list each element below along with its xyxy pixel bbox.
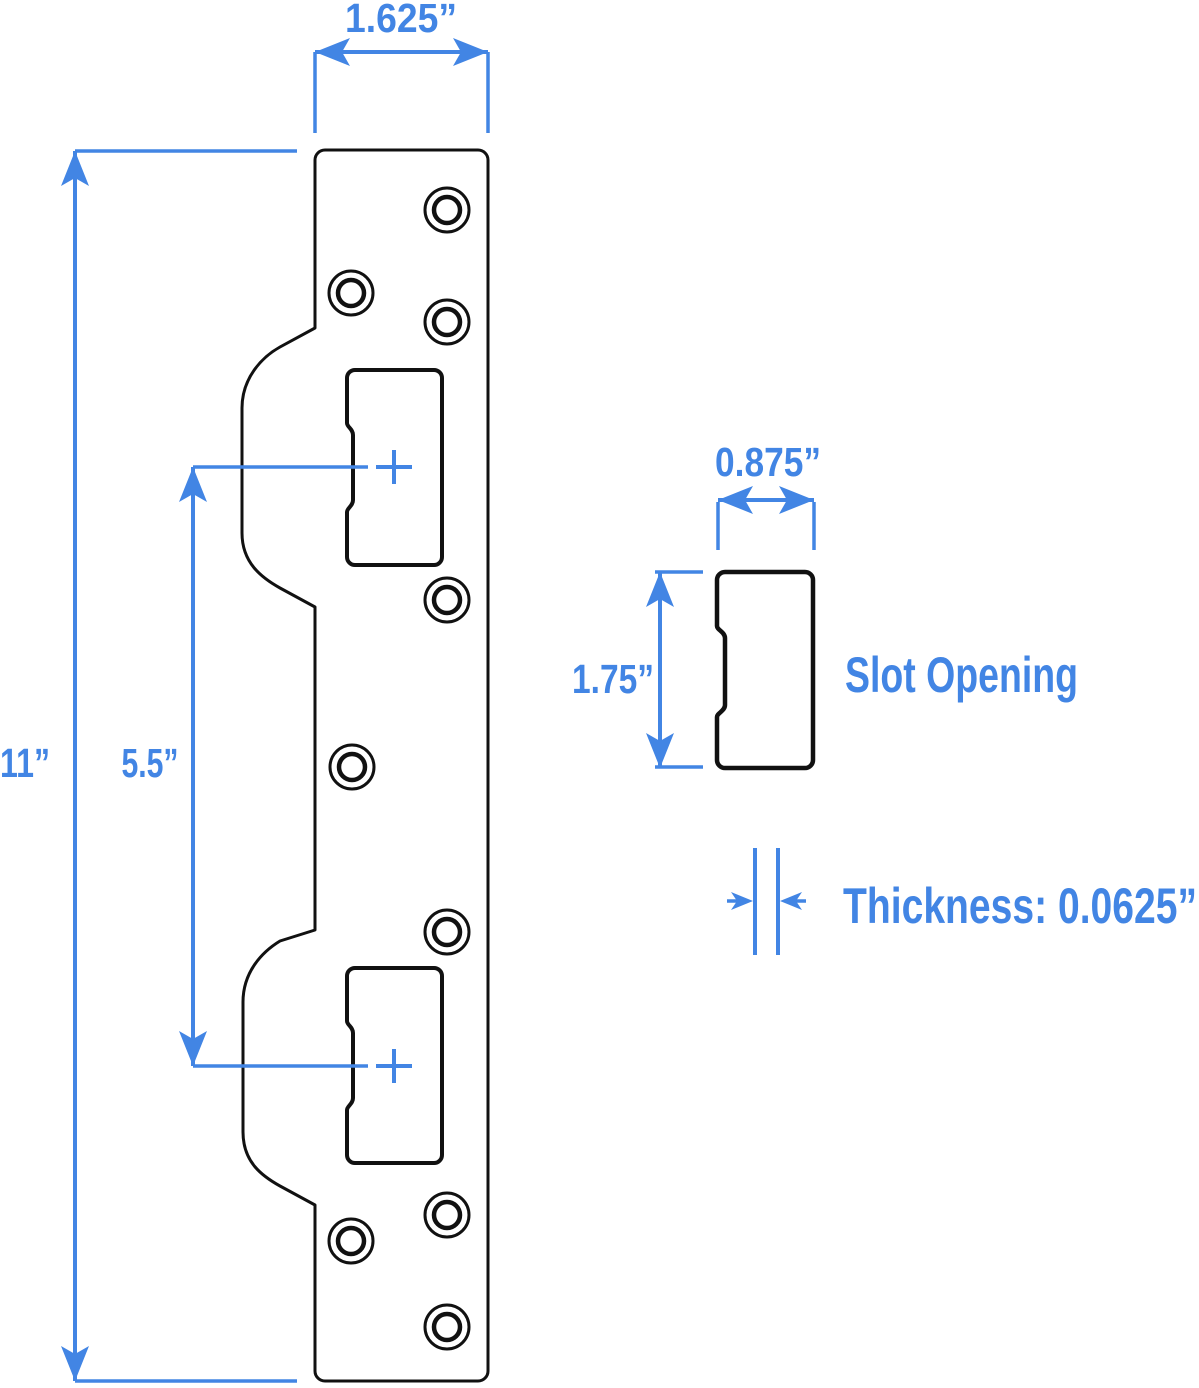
slot-detail-width-label: 0.875” xyxy=(715,439,821,485)
center-mark-bottom xyxy=(376,1049,412,1083)
arrowhead-left xyxy=(780,892,802,910)
thickness-symbol xyxy=(727,848,806,955)
screw-hole xyxy=(423,908,471,956)
slot-opening-label: Slot Opening xyxy=(845,647,1078,703)
plate-width-label: 1.625” xyxy=(345,0,457,41)
arrowhead-right xyxy=(731,892,753,910)
screw-hole xyxy=(327,1217,375,1265)
slot-detail-height-label: 1.75” xyxy=(572,656,654,702)
dim-slot-detail-height: 1.75” xyxy=(572,570,703,769)
arrowhead-right xyxy=(779,486,814,514)
slot-detail-outline xyxy=(714,569,816,771)
plate-height-label: 11” xyxy=(0,740,50,786)
screw-hole xyxy=(327,269,375,317)
screw-hole xyxy=(423,1303,471,1351)
arrowhead-right xyxy=(453,38,488,66)
dim-plate-width: 1.625” xyxy=(313,0,490,133)
arrowhead-down xyxy=(646,733,674,768)
screw-hole xyxy=(328,743,376,791)
arrowhead-left xyxy=(315,38,350,66)
arrowhead-up xyxy=(646,572,674,607)
center-mark-top xyxy=(376,450,412,484)
dim-slot-detail-width: 0.875” xyxy=(715,439,821,550)
thickness-label: Thickness: 0.0625” xyxy=(843,878,1197,934)
screw-hole xyxy=(423,576,471,624)
slot-spacing-label: 5.5” xyxy=(122,740,179,786)
arrowhead-down xyxy=(61,1346,89,1381)
arrowhead-down xyxy=(179,1031,207,1066)
screw-hole xyxy=(423,298,471,346)
arrowhead-up xyxy=(61,151,89,186)
dim-plate-height: 11” xyxy=(0,149,297,1383)
screw-holes xyxy=(327,186,471,1351)
arrowhead-up xyxy=(179,467,207,502)
screw-hole xyxy=(423,1191,471,1239)
screw-hole xyxy=(423,186,471,234)
dim-slot-spacing: 5.5” xyxy=(122,465,368,1068)
arrowhead-left xyxy=(718,486,753,514)
